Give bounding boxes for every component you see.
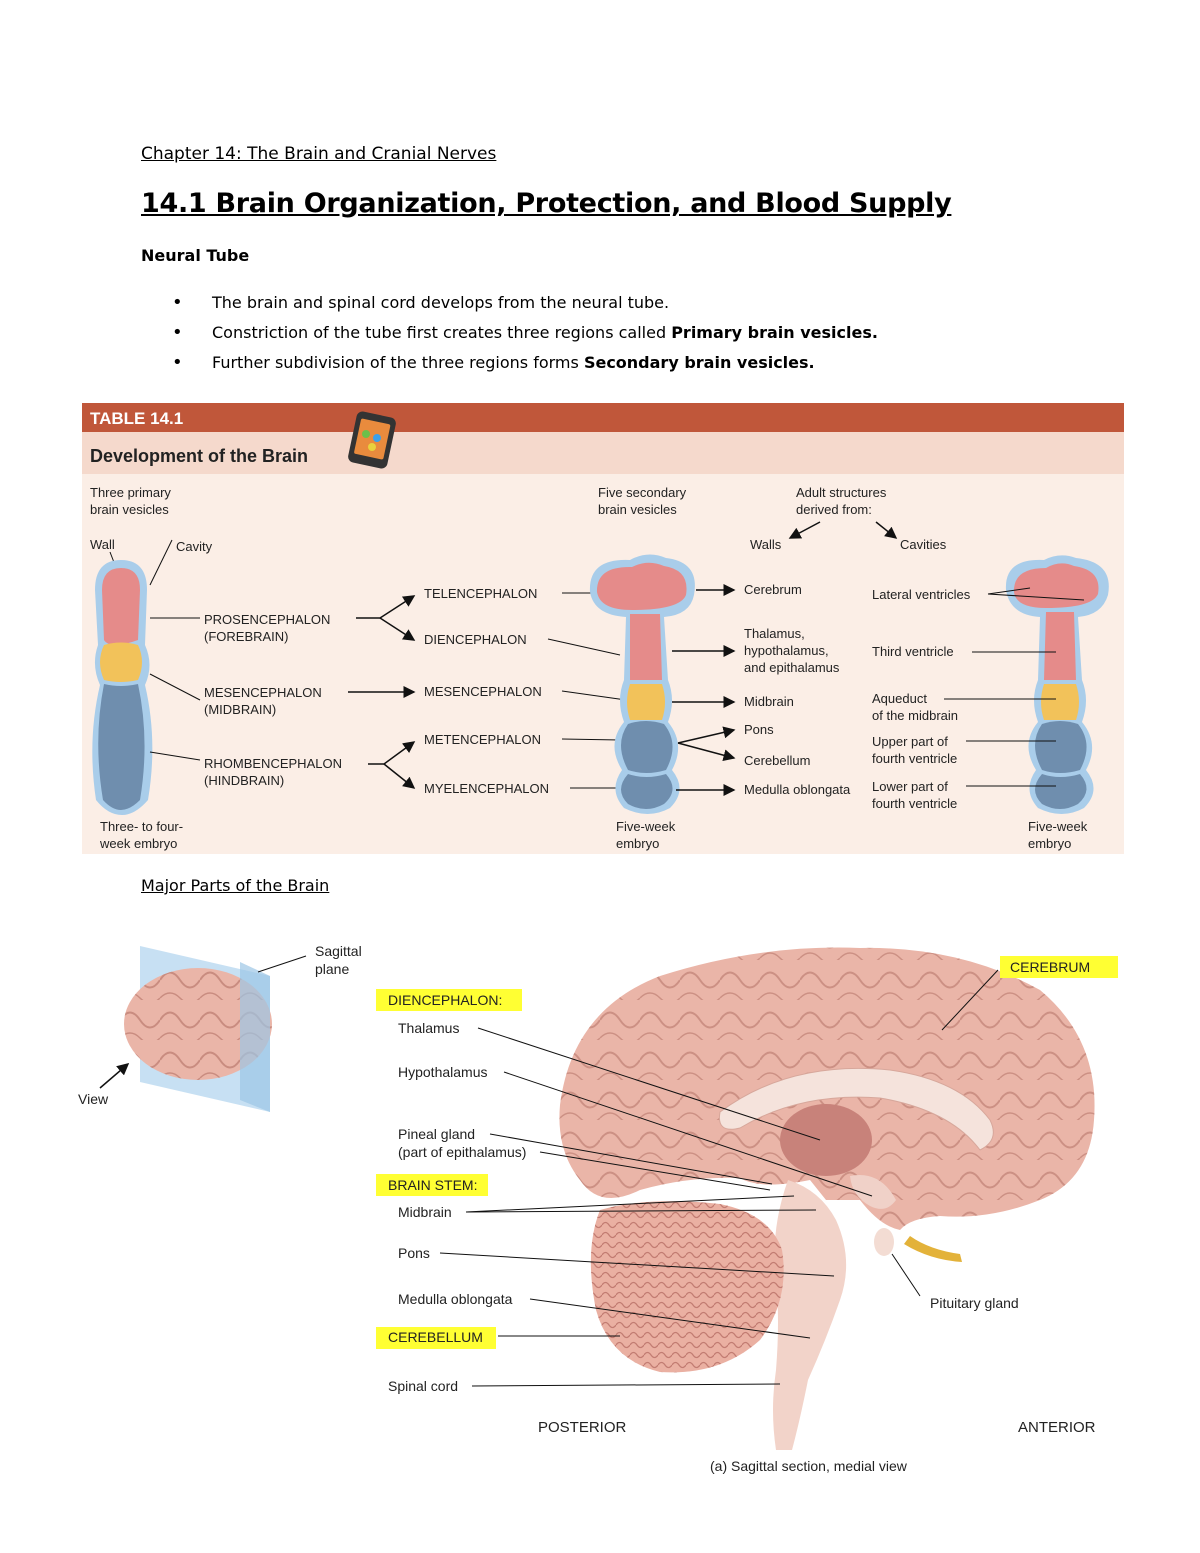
cavities-lower-fourth-2: fourth ventricle [872, 796, 957, 811]
rhombencephalon-label: RHOMBENCEPHALON [204, 756, 342, 771]
prosencephalon-label: PROSENCEPHALON [204, 612, 330, 627]
cavity-label: Cavity [176, 539, 213, 554]
phone-icon [348, 411, 396, 469]
walls-midbrain: Midbrain [744, 694, 794, 709]
posterior-label: POSTERIOR [538, 1419, 627, 1436]
mesencephalon-primary-label: MESENCEPHALON [204, 685, 322, 700]
walls-pons: Pons [744, 722, 774, 737]
diencephalon-heading: DIENCEPHALON: [388, 992, 502, 1008]
midbrain-label: Midbrain [398, 1204, 452, 1220]
embryo3-caption-1: Five-week [1028, 819, 1088, 834]
pituitary-label: Pituitary gland [930, 1295, 1019, 1311]
table-body-bg [82, 474, 1124, 854]
walls-cerebellum: Cerebellum [744, 753, 810, 768]
midbrain-primary-label: (MIDBRAIN) [204, 702, 276, 717]
embryo2-caption-2: embryo [616, 836, 659, 851]
section-title: 14.1 Brain Organization, Protection, and… [141, 188, 952, 219]
embryo1-caption-2: week embryo [99, 836, 177, 851]
diencephalon-label: DIENCEPHALON [424, 632, 527, 647]
embryo2-caption-1: Five-week [616, 819, 676, 834]
cavities-upper-fourth-1: Upper part of [872, 734, 948, 749]
col2-header-2: brain vesicles [598, 502, 677, 517]
highlight-diencephalon [376, 989, 522, 1011]
pineal-label-2: (part of epithalamus) [398, 1144, 526, 1160]
cavities-third-ventricle: Third ventricle [872, 644, 954, 659]
main-brain-sagittal [559, 947, 1095, 1450]
secondary-vesicle-embryo [589, 554, 695, 814]
cavities-embryo [1005, 555, 1109, 814]
telencephalon-label: TELENCEPHALON [424, 586, 537, 601]
cavities-upper-fourth-2: fourth ventricle [872, 751, 957, 766]
wall-label: Wall [90, 537, 115, 552]
cavities-lateral-ventricles: Lateral ventricles [872, 587, 971, 602]
col1-header-1: Three primary [90, 485, 171, 500]
myelencephalon-label: MYELENCEPHALON [424, 781, 549, 796]
table-title-bar [82, 432, 1124, 474]
table-title: Development of the Brain [90, 446, 308, 466]
walls-epithalamus: and epithalamus [744, 660, 840, 675]
view-label: View [78, 1091, 109, 1107]
walls-medulla: Medulla oblongata [744, 782, 851, 797]
embryo1-caption-1: Three- to four- [100, 819, 183, 834]
highlight-cerebellum [376, 1327, 496, 1349]
cavities-label: Cavities [900, 537, 947, 552]
pineal-label-1: Pineal gland [398, 1126, 475, 1142]
sagittal-plane-label-2: plane [315, 961, 349, 977]
forebrain-label: (FOREBRAIN) [204, 629, 289, 644]
col1-header-2: brain vesicles [90, 502, 169, 517]
primary-vesicle-embryo [92, 560, 153, 815]
metencephalon-label: METENCEPHALON [424, 732, 541, 747]
table-development-of-brain: TABLE 14.1 Development of the Brain Thre… [82, 403, 1124, 854]
col2-header-1: Five secondary [598, 485, 687, 500]
bullet-item: Constriction of the tube first creates t… [172, 318, 878, 348]
bullet-list: The brain and spinal cord develops from … [172, 288, 878, 378]
cavities-of-midbrain: of the midbrain [872, 708, 958, 723]
cerebellum-heading: CEREBELLUM [388, 1329, 483, 1345]
highlight-cerebrum [1000, 956, 1118, 978]
brain-sagittal-figure: Sagittal plane View DIENCEPHALON: Thalam… [78, 943, 1118, 1474]
subheading-neural-tube: Neural Tube [141, 246, 250, 265]
adult-header-2: derived from: [796, 502, 872, 517]
hindbrain-label: (HINDBRAIN) [204, 773, 284, 788]
chapter-title: Chapter 14: The Brain and Cranial Nerves [141, 144, 497, 164]
thalamus-label: Thalamus [398, 1020, 459, 1036]
major-parts-heading: Major Parts of the Brain [141, 876, 330, 895]
table-label: TABLE 14.1 [90, 409, 183, 428]
hypothalamus-label: Hypothalamus [398, 1064, 488, 1080]
inset-brain-view [124, 946, 272, 1112]
walls-label: Walls [750, 537, 782, 552]
table-banner [82, 403, 1124, 432]
brain-stem-heading: BRAIN STEM: [388, 1177, 477, 1193]
embryo3-caption-2: embryo [1028, 836, 1071, 851]
highlight-brain-stem [376, 1174, 488, 1196]
bullet-item: The brain and spinal cord develops from … [172, 288, 878, 318]
figure-caption: (a) Sagittal section, medial view [710, 1458, 908, 1474]
spinal-cord-label: Spinal cord [388, 1378, 458, 1394]
cerebrum-heading: CEREBRUM [1010, 959, 1090, 975]
bullet-item: Further subdivision of the three regions… [172, 348, 878, 378]
cavities-lower-fourth-1: Lower part of [872, 779, 948, 794]
walls-thalamus: Thalamus, [744, 626, 805, 641]
anterior-label: ANTERIOR [1018, 1419, 1096, 1436]
pons-label: Pons [398, 1245, 430, 1261]
medulla-label: Medulla oblongata [398, 1291, 513, 1307]
sagittal-plane-label-1: Sagittal [315, 943, 362, 959]
walls-cerebrum: Cerebrum [744, 582, 802, 597]
cavities-aqueduct: Aqueduct [872, 691, 927, 706]
walls-hypothalamus: hypothalamus, [744, 643, 829, 658]
mesencephalon-secondary-label: MESENCEPHALON [424, 684, 542, 699]
adult-header-1: Adult structures [796, 485, 887, 500]
